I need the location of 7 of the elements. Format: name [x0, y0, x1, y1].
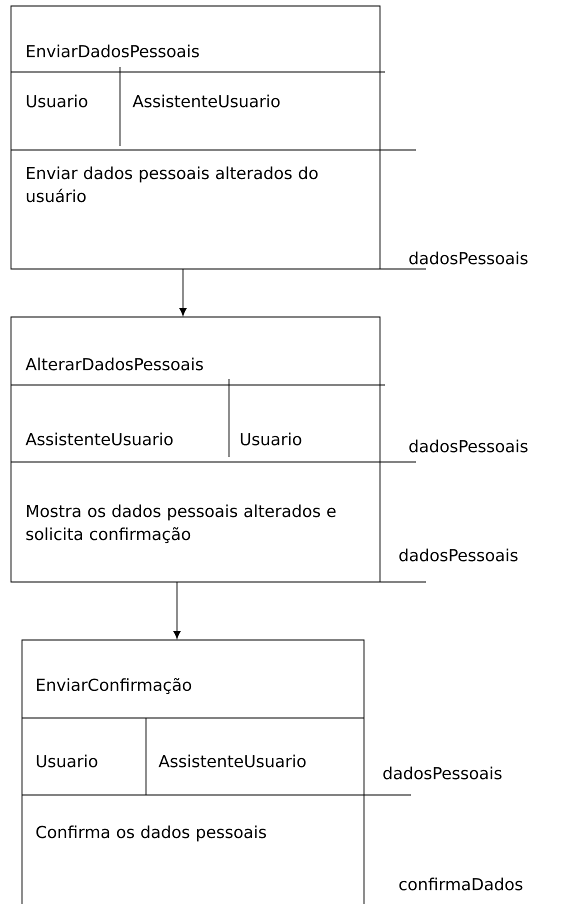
message-label: dadosPessoais [383, 766, 502, 780]
arrow [179, 268, 187, 316]
arrow [173, 582, 181, 639]
message-label: dadosPessoais [399, 548, 518, 562]
message-label: confirmaDados [399, 878, 522, 890]
message-label: dadosPessoais [409, 252, 528, 264]
message-label: dadosPessoais [409, 440, 528, 452]
